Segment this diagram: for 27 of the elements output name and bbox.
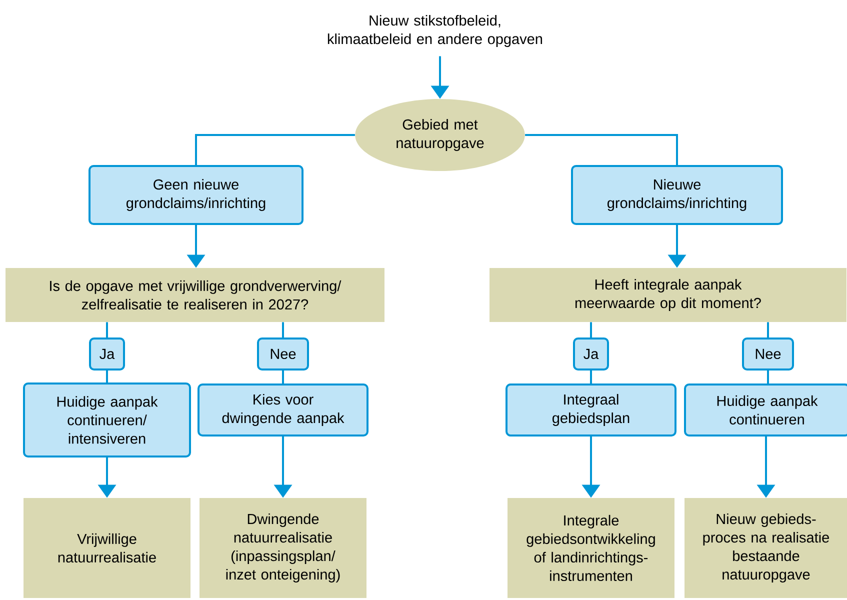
connector-line	[106, 370, 108, 382]
heading-text: Nieuw stikstofbeleid, klimaatbeleid en andere opgaven	[328, 14, 542, 47]
connector-line	[767, 322, 769, 338]
process-box: Integraal gebiedsplan	[506, 384, 676, 436]
process-box: Nieuwe grondclaims/inrichting	[571, 165, 783, 225]
outcome-box: Dwingende natuurrealisatie (inpassingsplan/ inzet onteigening)	[200, 498, 366, 598]
outcome-box: Heeft integrale aanpak meerwaarde op dit moment?	[490, 268, 846, 322]
outcome-box: Is de opgave met vrijwillige grondverwerving/ zelfrealisatie te realiseren in 2027?	[6, 268, 384, 322]
connector-line	[525, 134, 678, 165]
process-box: Ja	[573, 338, 609, 370]
process-box: Huidige aanpak continueren	[684, 384, 847, 436]
outcome-box: Integrale gebiedsontwikkeling of landinrichtings- instrumenten	[508, 498, 674, 598]
connector-line	[282, 322, 284, 338]
connector-line	[767, 370, 769, 384]
connector-line	[590, 370, 592, 384]
process-box: Huidige aanpak continueren/ intensiveren	[23, 382, 191, 458]
outcome-box: Vrijwillige natuurrealisatie	[24, 498, 190, 598]
connector-line	[590, 322, 592, 338]
process-box: Nee	[257, 338, 309, 370]
process-box: Nee	[742, 338, 794, 370]
connector-line	[282, 370, 284, 384]
outcome-box: Nieuw gebieds- proces na realisatie bestaande natuuropgave	[684, 498, 847, 598]
process-box: Kies voor dwingende aanpak	[198, 384, 368, 436]
process-box: Geen nieuwe grondclaims/inrichting	[88, 165, 304, 225]
connector-line	[106, 322, 108, 338]
connector-line	[195, 134, 355, 165]
process-box: Ja	[89, 338, 125, 370]
